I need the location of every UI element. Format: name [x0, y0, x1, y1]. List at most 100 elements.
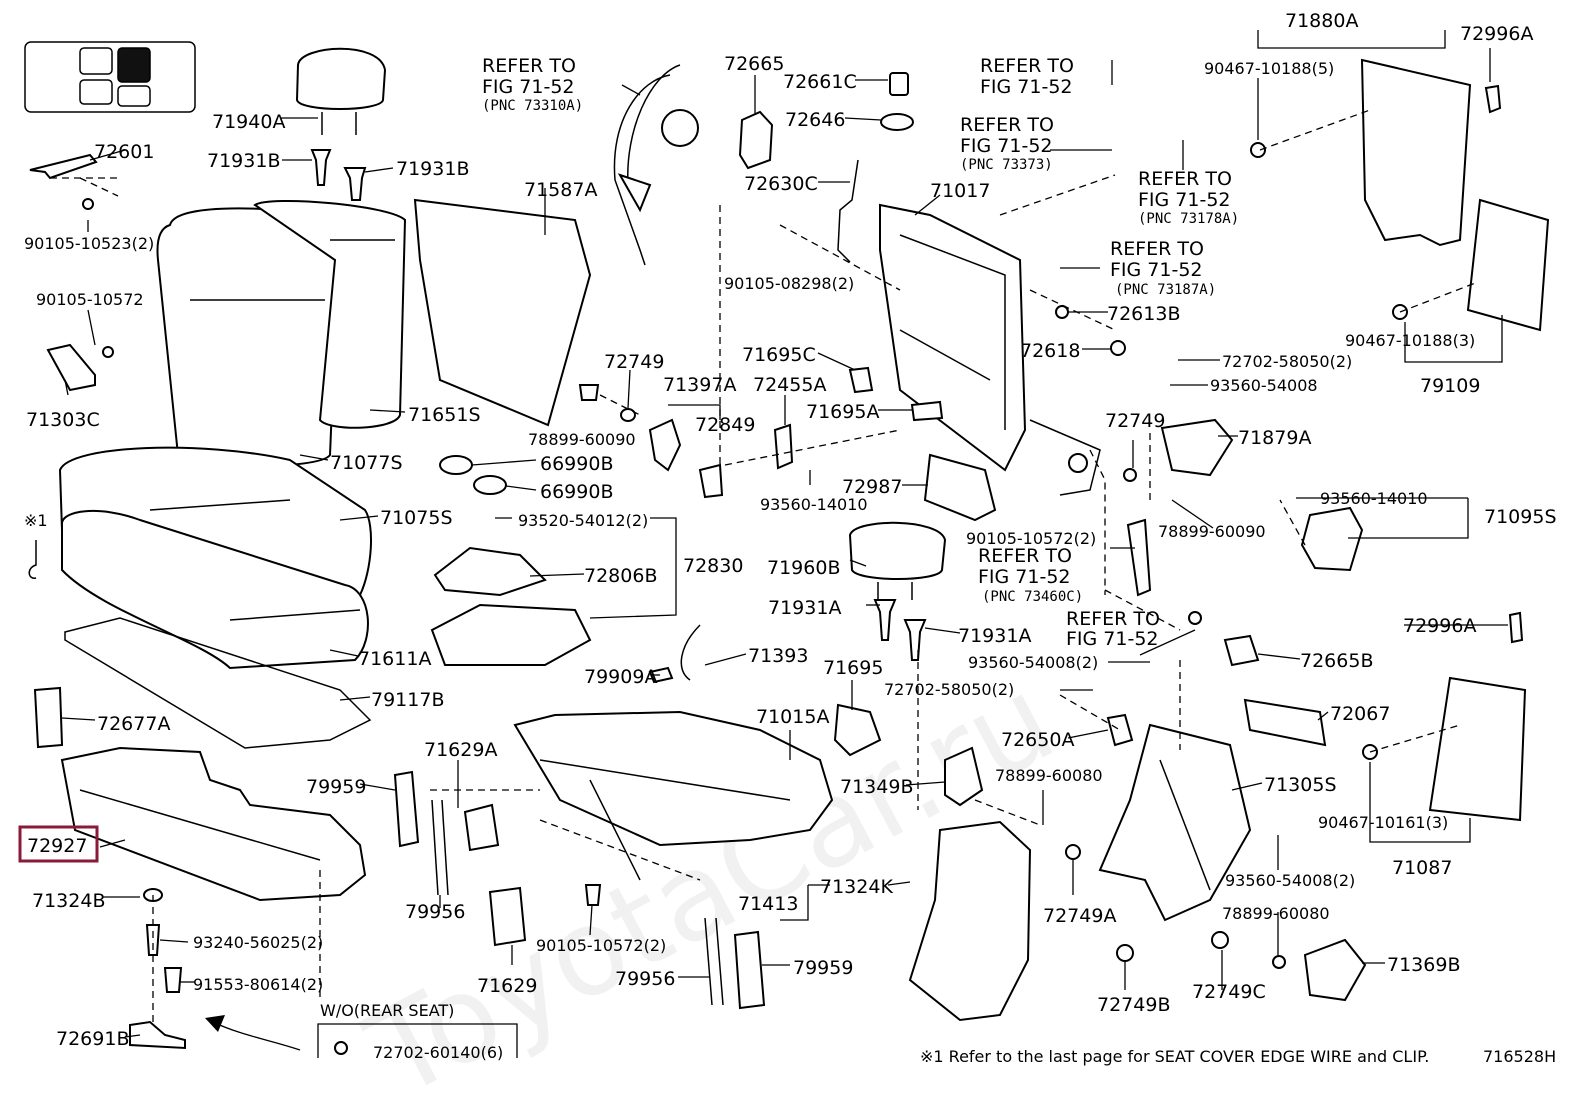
part-label-9[interactable]: 71077S — [330, 452, 403, 474]
part-label-38[interactable]: 72987 — [842, 476, 902, 498]
part-label-15[interactable]: 71324B — [32, 890, 105, 912]
part-label-69[interactable]: 78899-60090 — [1158, 522, 1266, 541]
part-label-8[interactable]: 71651S — [408, 404, 481, 426]
part-label-77[interactable]: 93560-54008(2) — [968, 653, 1098, 672]
part-label-0[interactable]: 72601 — [94, 141, 154, 163]
nav-cell-2[interactable] — [117, 47, 151, 83]
part-label-86[interactable]: 71369B — [1387, 954, 1460, 976]
part-label-62[interactable]: 90467-10188(5) — [1204, 59, 1334, 78]
part-label-57[interactable]: 78899-60080 — [995, 766, 1103, 785]
part-label-64[interactable]: 72618 — [1020, 340, 1080, 362]
part-label-29[interactable]: 71695C — [742, 344, 816, 366]
part-label-49[interactable]: 71629 — [477, 975, 537, 997]
part-label-32[interactable]: 66990B — [540, 453, 613, 475]
part-label-81[interactable]: 90467-10161(3) — [1318, 813, 1448, 832]
part-label-84[interactable]: 78899-60080 — [1222, 904, 1330, 923]
part-label-23[interactable]: 90105-08298(2) — [724, 274, 854, 293]
refer-note-5[interactable]: REFER TO FIG 71-52 (PNC 73187A) — [1110, 238, 1216, 298]
part-label-4[interactable]: 71940A — [212, 111, 285, 133]
part-label-21[interactable]: 72646 — [785, 109, 845, 131]
part-label-36[interactable]: 72830 — [683, 555, 743, 577]
part-label-47[interactable]: 79959 — [306, 776, 366, 798]
part-label-51[interactable]: 79956 — [615, 968, 675, 990]
part-label-3[interactable]: 71303C — [26, 409, 100, 431]
part-label-70[interactable]: 93560-14010 — [1320, 489, 1428, 508]
part-label-73[interactable]: 90467-10188(3) — [1345, 331, 1475, 350]
page-nav-thumbnail[interactable] — [24, 41, 196, 113]
part-label-75[interactable]: 72996A — [1403, 615, 1476, 637]
refer-note-6[interactable]: REFER TO FIG 71-52 (PNC 73460C) — [978, 545, 1083, 605]
part-label-52[interactable]: 79959 — [793, 957, 853, 979]
part-label-22[interactable]: 72630C — [744, 173, 818, 195]
part-label-55[interactable]: 71349B — [840, 776, 913, 798]
part-label-40[interactable]: 71931A — [768, 597, 841, 619]
part-label-41[interactable]: 71931A — [958, 625, 1031, 647]
part-label-54[interactable]: 71324K — [820, 876, 893, 898]
part-label-71[interactable]: 71095S — [1484, 506, 1557, 528]
part-label-7[interactable]: 71587A — [524, 179, 597, 201]
part-labels[interactable]: 72601 90105-10523(2) 90105-10572 71303C 7194… — [24, 10, 1557, 1050]
part-label-1[interactable]: 90105-10523(2) — [24, 234, 154, 253]
part-label-56[interactable]: 72650A — [1001, 729, 1074, 751]
part-label-48[interactable]: 79956 — [405, 901, 465, 923]
part-label-31[interactable]: 78899-60090 — [528, 430, 636, 449]
nav-cell-3[interactable] — [79, 79, 113, 105]
part-label-67[interactable]: 72749 — [1105, 410, 1165, 432]
part-label-74[interactable]: 79109 — [1420, 375, 1480, 397]
refer-note-7[interactable]: REFER TO FIG 71-52 — [1066, 608, 1160, 650]
nav-cell-4[interactable] — [117, 85, 151, 107]
part-label-2[interactable]: 90105-10572 — [36, 290, 144, 309]
part-label-76[interactable]: 72665B — [1300, 650, 1373, 672]
part-label-60[interactable]: 71880A — [1285, 10, 1358, 32]
part-label-44[interactable]: 71695 — [823, 657, 883, 679]
refer-note-3[interactable]: REFER TO FIG 71-52 (PNC 73373) — [960, 114, 1054, 173]
part-label-14[interactable]: 72927 — [27, 835, 87, 857]
part-label-16[interactable]: 93240-56025(2) — [193, 933, 323, 952]
refer-note-4[interactable]: REFER TO FIG 71-52 (PNC 73178A) — [1138, 168, 1239, 227]
part-label-13[interactable]: 72677A — [97, 713, 170, 735]
part-label-37[interactable]: 93560-14010 — [760, 495, 868, 514]
part-label-39[interactable]: 71960B — [767, 557, 840, 579]
part-label-72[interactable]: 90105-10572(2) — [966, 529, 1096, 548]
part-label-18[interactable]: 72691B — [56, 1028, 129, 1050]
part-label-17[interactable]: 91553-80614(2) — [193, 975, 323, 994]
refer-note-2[interactable]: REFER TO FIG 71-52 — [980, 55, 1074, 98]
part-label-80[interactable]: 71305S — [1264, 774, 1337, 796]
part-label-27[interactable]: 72849 — [695, 414, 755, 436]
part-label-79[interactable]: 72067 — [1330, 703, 1390, 725]
part-label-26[interactable]: 71397A — [663, 374, 736, 396]
part-label-19[interactable]: 72665 — [724, 53, 784, 75]
part-label-65[interactable]: 72702-58050(2) — [1222, 352, 1352, 371]
part-label-82[interactable]: 71087 — [1392, 857, 1452, 879]
nav-cell-1[interactable] — [79, 47, 113, 75]
part-label-5[interactable]: 71931B — [207, 150, 280, 172]
part-label-83[interactable]: 93560-54008(2) — [1225, 871, 1355, 890]
part-label-33[interactable]: 66990B — [540, 481, 613, 503]
part-label-43[interactable]: 71393 — [748, 645, 808, 667]
part-label-28[interactable]: 72455A — [753, 374, 826, 396]
part-label-59[interactable]: 72749B — [1097, 994, 1170, 1016]
part-label-61[interactable]: 72996A — [1460, 23, 1533, 45]
part-label-35[interactable]: 72806B — [584, 565, 657, 587]
part-label-25[interactable]: 72749 — [604, 351, 664, 373]
part-label-11[interactable]: 71611A — [358, 648, 431, 670]
part-label-58[interactable]: 72749A — [1043, 905, 1116, 927]
wo-rear-seat-part[interactable]: 72702-60140(6) — [373, 1043, 503, 1062]
part-label-10[interactable]: 71075S — [380, 507, 453, 529]
part-label-85[interactable]: 72749C — [1192, 981, 1266, 1003]
part-label-6[interactable]: 71931B — [396, 158, 469, 180]
part-label-50[interactable]: 90105-10572(2) — [536, 936, 666, 955]
part-label-53[interactable]: 71413 — [738, 893, 798, 915]
part-label-78[interactable]: 72702-58050(2) — [884, 680, 1014, 699]
refer-note-1[interactable]: REFER TO FIG 71-52 (PNC 73310A) — [482, 55, 583, 114]
part-label-12[interactable]: 79117B — [371, 689, 444, 711]
part-label-24[interactable]: 71017 — [930, 180, 990, 202]
part-label-63[interactable]: 72613B — [1107, 303, 1180, 325]
part-label-30[interactable]: 71695A — [806, 401, 879, 423]
part-label-20[interactable]: 72661C — [783, 71, 857, 93]
part-label-34[interactable]: 93520-54012(2) — [518, 511, 648, 530]
part-label-66[interactable]: 93560-54008 — [1210, 376, 1318, 395]
part-label-46[interactable]: 71629A — [424, 739, 497, 761]
part-label-42[interactable]: 79909A — [584, 666, 657, 688]
part-label-68[interactable]: 71879A — [1238, 427, 1311, 449]
